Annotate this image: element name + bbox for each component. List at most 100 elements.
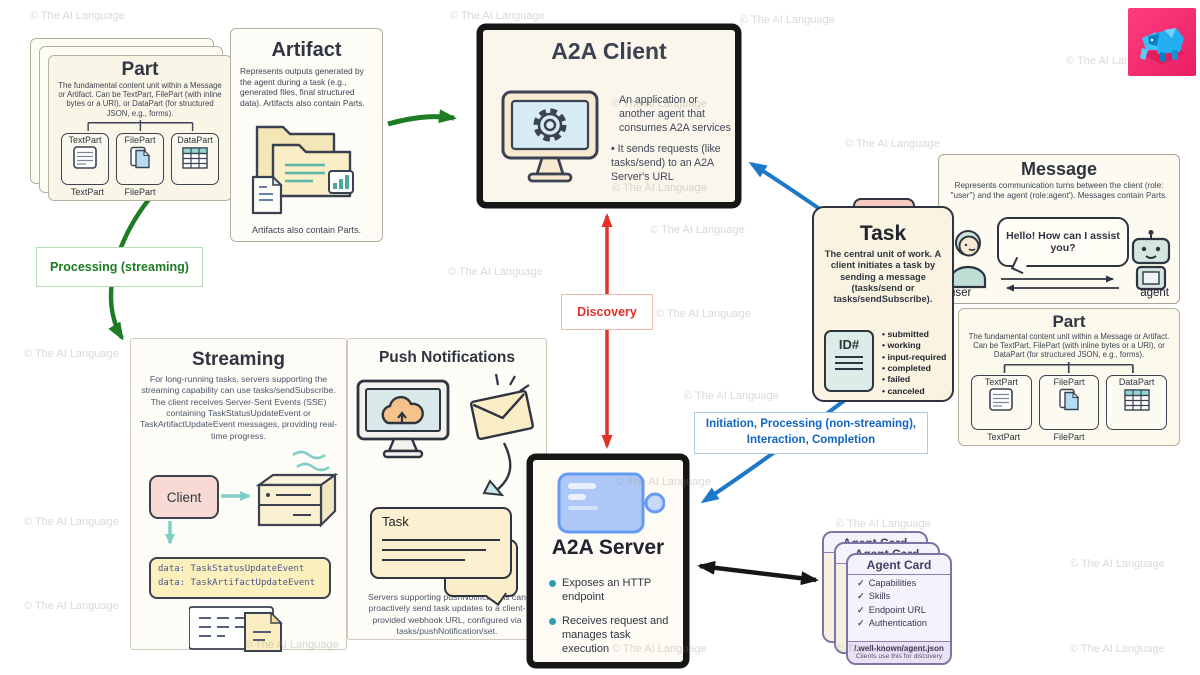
watermark: © The AI Language (24, 348, 119, 360)
server-point-1: Exposes an HTTP endpoint (549, 576, 679, 605)
data-table-icon (1123, 388, 1150, 411)
bubble-text: Hello! How can I assist you? (1006, 230, 1120, 254)
task-description: The central unit of work. A client initi… (824, 249, 942, 305)
part-title: Part (1052, 312, 1086, 331)
file-icon (130, 146, 151, 168)
streaming-client-chip: Client (149, 475, 219, 519)
streaming-description: For long-running tasks, servers supporti… (139, 374, 337, 441)
artifact-folders-icon (251, 125, 354, 215)
textpart-box: TextPart (971, 374, 1032, 430)
a2a-client-title: A2A Client (551, 38, 667, 64)
sse-server-icon (255, 450, 339, 528)
push-illustration (356, 373, 534, 497)
textpart-label: TextPart (984, 376, 1018, 387)
client-down-arrow (165, 521, 175, 545)
arrow-artifact-to-client (387, 109, 457, 127)
task-title: Task (859, 222, 907, 245)
a2a-client-box: A2A Client An application or another age… (478, 25, 740, 207)
watermark: © The AI Language (684, 390, 779, 402)
filepart-footer-label: FilePart (124, 187, 156, 197)
watermark: © The AI Language (24, 600, 119, 612)
state-completed: completed (882, 363, 946, 374)
message-description: Represents communication turns between t… (950, 181, 1168, 200)
check-skills: Skills (868, 591, 891, 601)
filepart-box: FilePart (116, 132, 164, 185)
sse-line-2: data: TaskArtifactUpdateEvent (158, 577, 316, 588)
check-icon: ✓ (857, 577, 865, 588)
watermark: © The AI Language (650, 224, 745, 236)
check-authentication: Authentication (868, 618, 927, 628)
check-capabilities: Capabilities (868, 577, 917, 588)
filepart-label: FilePart (1053, 376, 1085, 387)
agent-card-check: ✓Authentication (848, 616, 950, 630)
textpart-box: TextPart (61, 132, 109, 185)
check-endpoint-url: Endpoint URL (868, 604, 926, 615)
task-id-icon: ID# (824, 330, 874, 392)
server-icon (557, 472, 665, 534)
client-to-server-arrow (221, 491, 251, 501)
agent-card-title: Agent Card (848, 555, 950, 575)
sse-line-1: data: TaskStatusUpdateEvent (158, 564, 305, 574)
ai-language-logo (1128, 8, 1196, 76)
check-icon: ✓ (857, 618, 865, 628)
agent-card-front: Agent Card ✓Capabilities ✓Skills ✓Endpoi… (846, 553, 952, 665)
agent-card-check: ✓Endpoint URL (848, 602, 950, 616)
message-title: Message (1020, 159, 1098, 179)
part-title: Part (121, 59, 159, 80)
artifact-caption: Artifacts also contain Parts. (251, 225, 362, 235)
update-docs-icon (189, 606, 283, 652)
state-input-required: input-required (882, 352, 946, 363)
lifecycle-label: Initiation, Processing (non-streaming), … (694, 412, 928, 454)
push-notifications-box: Push Notifications Task Servers supporti… (347, 338, 547, 640)
state-canceled: canceled (882, 386, 946, 397)
client-point-1: An application or another agent that con… (619, 94, 731, 134)
textpart-footer-label: TextPart (987, 432, 1021, 442)
artifact-title: Artifact (271, 39, 342, 61)
agent-card-footer: /.well-known/agent.json Clients use this… (848, 641, 950, 663)
task-bubble: Task (370, 507, 512, 579)
agent-card-note: Clients use this for discovery (855, 653, 943, 660)
part-description: The fundamental content unit within a Me… (58, 81, 222, 118)
push-description: Servers supporting pushNotifications can… (368, 592, 526, 636)
watermark: © The AI Language (1070, 643, 1165, 655)
a2a-server-box: A2A Server Exposes an HTTP endpoint Rece… (528, 455, 688, 667)
watermark: © The AI Language (450, 10, 545, 22)
discovery-label: Discovery (561, 294, 653, 330)
agent-robot-icon (1131, 230, 1171, 291)
watermark: © The AI Language (24, 516, 119, 528)
a2a-client-points: An application or another agent that con… (611, 94, 735, 185)
artifact-box: Artifact Represents outputs generated by… (230, 28, 383, 242)
watermark: © The AI Language (448, 266, 543, 278)
filepart-box: FilePart (1038, 374, 1100, 430)
a2a-server-title: A2A Server (551, 536, 665, 559)
sse-data-box: data: TaskStatusUpdateEvent data: TaskAr… (149, 557, 331, 599)
text-document-icon (73, 145, 97, 169)
message-box: Message Represents communication turns b… (938, 154, 1180, 304)
task-box: Task The central unit of work. A client … (812, 206, 954, 402)
watermark: © The AI Language (740, 14, 835, 26)
part-box-left: Part The fundamental content unit within… (48, 55, 232, 201)
filepart-label: FilePart (124, 134, 156, 145)
watermark: © The AI Language (1070, 558, 1165, 570)
user-label: user (949, 287, 972, 299)
agent-json-path: /.well-known/agent.json (854, 644, 944, 653)
agent-card-check: ✓Capabilities (848, 575, 950, 589)
user-agent-arrows (1001, 275, 1119, 292)
datapart-box: DataPart (1106, 374, 1168, 430)
a2a-server-points: Exposes an HTTP endpoint Receives reques… (549, 576, 679, 665)
datapart-label: DataPart (177, 134, 213, 145)
server-point-2: Receives request and manages task execut… (549, 614, 679, 657)
processing-streaming-label: Processing (streaming) (36, 247, 203, 287)
agent-label: agent (1140, 287, 1169, 299)
data-table-icon (182, 147, 208, 169)
part-description: The fundamental content unit within a Me… (968, 332, 1170, 360)
state-failed: failed (882, 374, 946, 385)
state-submitted: submitted (882, 329, 946, 340)
client-monitor-icon (501, 90, 599, 183)
push-title: Push Notifications (378, 349, 516, 366)
datapart-label: DataPart (1118, 376, 1155, 387)
task-states: submitted working input-required complet… (882, 329, 946, 397)
part-footer-labels: TextPart FilePart (57, 187, 223, 197)
part-items: TextPart FilePart DataPart (57, 132, 223, 185)
watermark: © The AI Language (656, 308, 751, 320)
